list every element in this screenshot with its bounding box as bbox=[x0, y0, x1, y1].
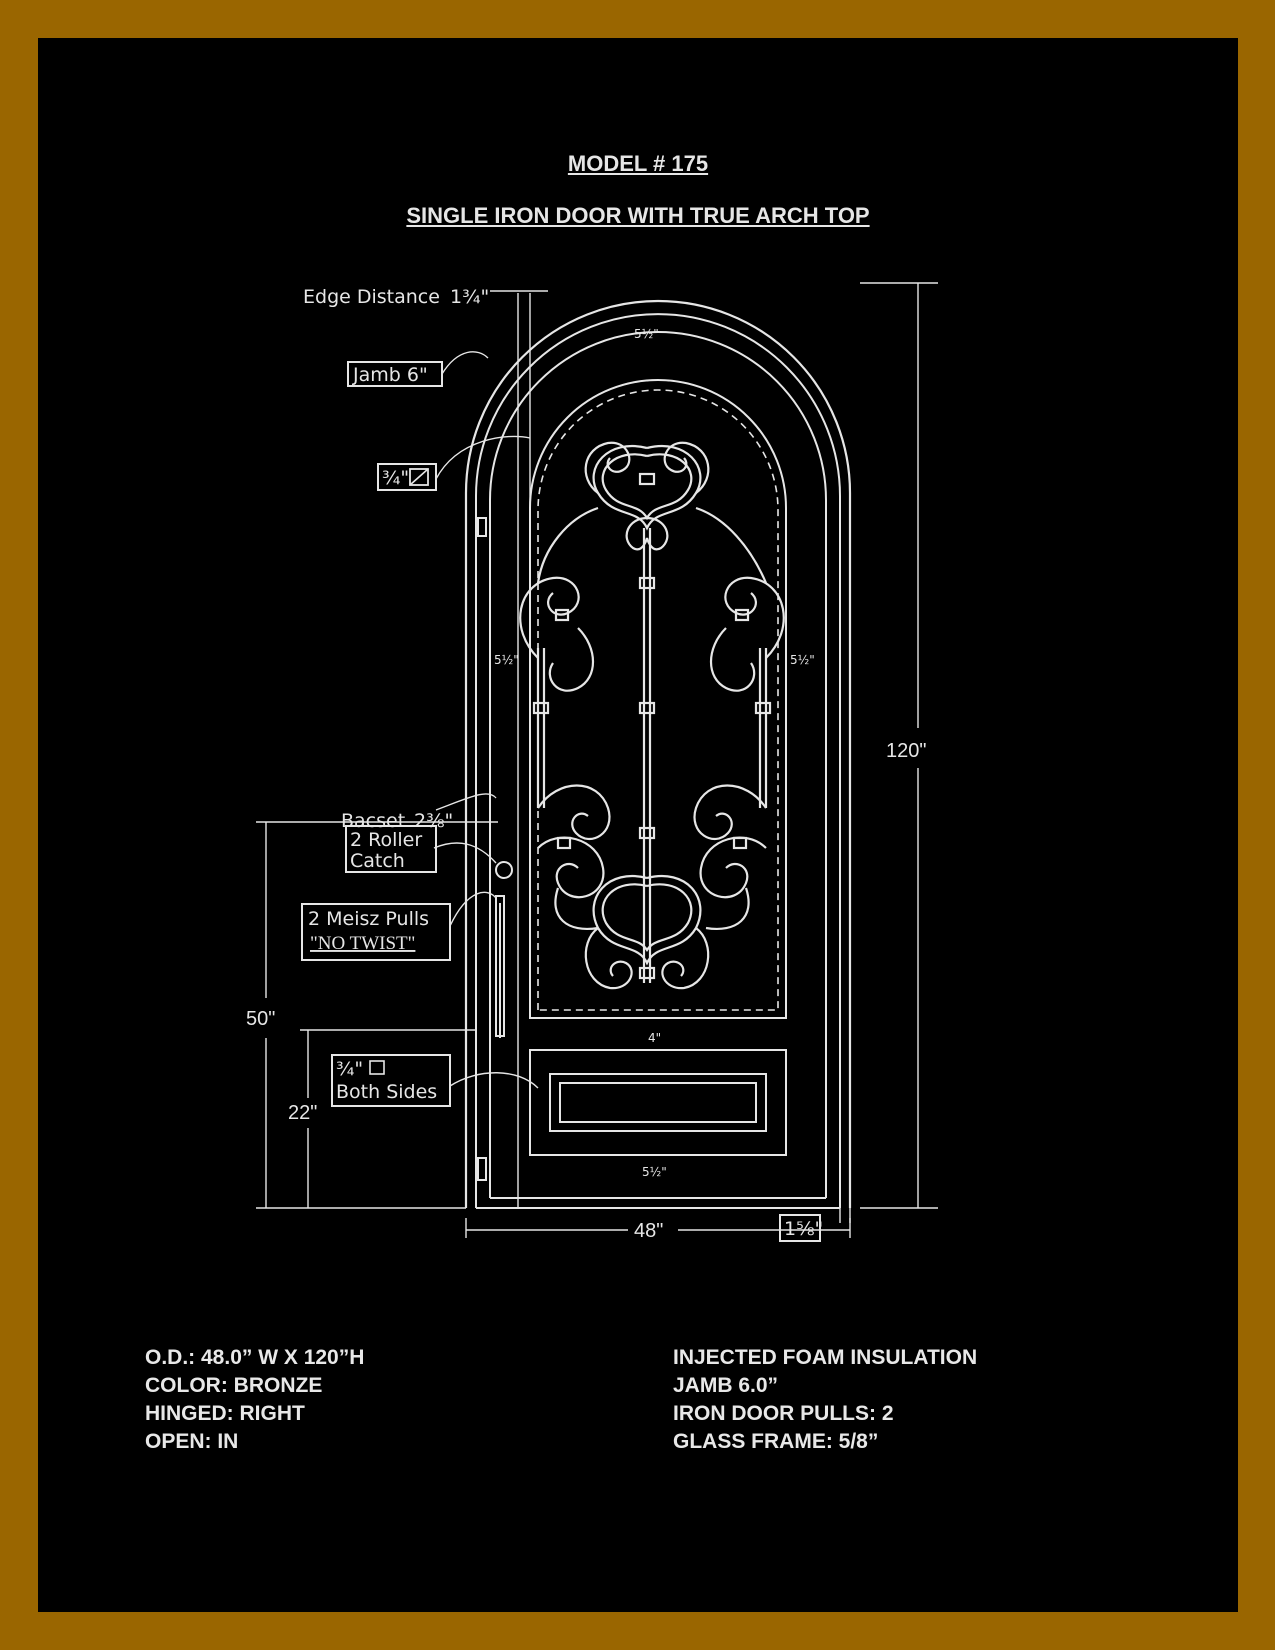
spec-open: OPEN: IN bbox=[145, 1430, 239, 1453]
roller-catch-icon bbox=[495, 861, 513, 879]
frame-depth-dimension: 1⅝" bbox=[784, 1218, 823, 1240]
spec-outer-dimension: O.D.: 48.0” W X 120”H bbox=[145, 1346, 365, 1369]
door-frame bbox=[464, 299, 852, 1209]
height-dimension: 120" bbox=[886, 740, 926, 762]
spec-hinged: HINGED: RIGHT bbox=[145, 1402, 305, 1425]
handle-height-dimension: 50" bbox=[246, 1008, 275, 1030]
spec-glass-frame: GLASS FRAME: 5/8” bbox=[673, 1430, 879, 1453]
width-dimension: 48" bbox=[634, 1220, 663, 1242]
dimension-lines bbox=[256, 282, 938, 1238]
square-bar-icon-2 bbox=[369, 1060, 385, 1075]
specs-left: O.D.: 48.0” W X 120”H COLOR: BRONZE HING… bbox=[145, 1344, 364, 1456]
roller-catch-label-2: Catch bbox=[350, 850, 405, 872]
backset-label: Bacset bbox=[341, 810, 405, 832]
spec-insulation: INJECTED FOAM INSULATION bbox=[673, 1346, 978, 1369]
rail-gap-dimension: 4" bbox=[648, 1031, 661, 1045]
both-sides-label-2: Both Sides bbox=[336, 1081, 437, 1103]
edge-distance-value: 1¾" bbox=[450, 286, 489, 308]
glass-frame-label: ¾" bbox=[382, 467, 409, 489]
door-subtitle: SINGLE IRON DOOR WITH TRUE ARCH TOP bbox=[406, 203, 870, 228]
model-title: MODEL # 175 bbox=[567, 151, 709, 176]
door-drawing: Edge Distance 1¾" Jamb 6" ¾" Bacset 2⅜" … bbox=[246, 282, 938, 1242]
square-bar-icon bbox=[409, 468, 429, 486]
spec-color: COLOR: BRONZE bbox=[145, 1374, 323, 1397]
left-margin-dimension: 5½" bbox=[494, 653, 519, 667]
pulls-label-1: 2 Meisz Pulls bbox=[308, 908, 429, 930]
jamb-label: Jamb 6" bbox=[352, 364, 428, 386]
spec-jamb: JAMB 6.0” bbox=[673, 1374, 779, 1397]
scrollwork bbox=[519, 441, 785, 990]
drawing-sheet: MODEL # 175 SINGLE IRON DOOR WITH TRUE A… bbox=[38, 38, 1238, 1612]
backset-value: 2⅜" bbox=[414, 810, 453, 832]
door-hardware bbox=[477, 517, 513, 1181]
right-margin-dimension: 5½" bbox=[790, 653, 815, 667]
roller-catch-label-1: 2 Roller bbox=[350, 829, 422, 851]
top-margin-dimension: 5½" bbox=[634, 327, 659, 341]
specs-right: INJECTED FOAM INSULATION JAMB 6.0” IRON … bbox=[673, 1344, 977, 1456]
spec-pulls: IRON DOOR PULLS: 2 bbox=[673, 1402, 894, 1425]
bottom-margin-dimension: 5½" bbox=[642, 1165, 667, 1179]
pulls-label-2: "NO TWIST" bbox=[310, 933, 415, 954]
both-sides-label-1: ¾" bbox=[336, 1058, 363, 1080]
hinge-icon bbox=[477, 517, 487, 537]
edge-distance-label: Edge Distance bbox=[303, 286, 440, 308]
panel-height-dimension: 22" bbox=[288, 1102, 317, 1124]
callout-boxes bbox=[301, 361, 821, 1242]
